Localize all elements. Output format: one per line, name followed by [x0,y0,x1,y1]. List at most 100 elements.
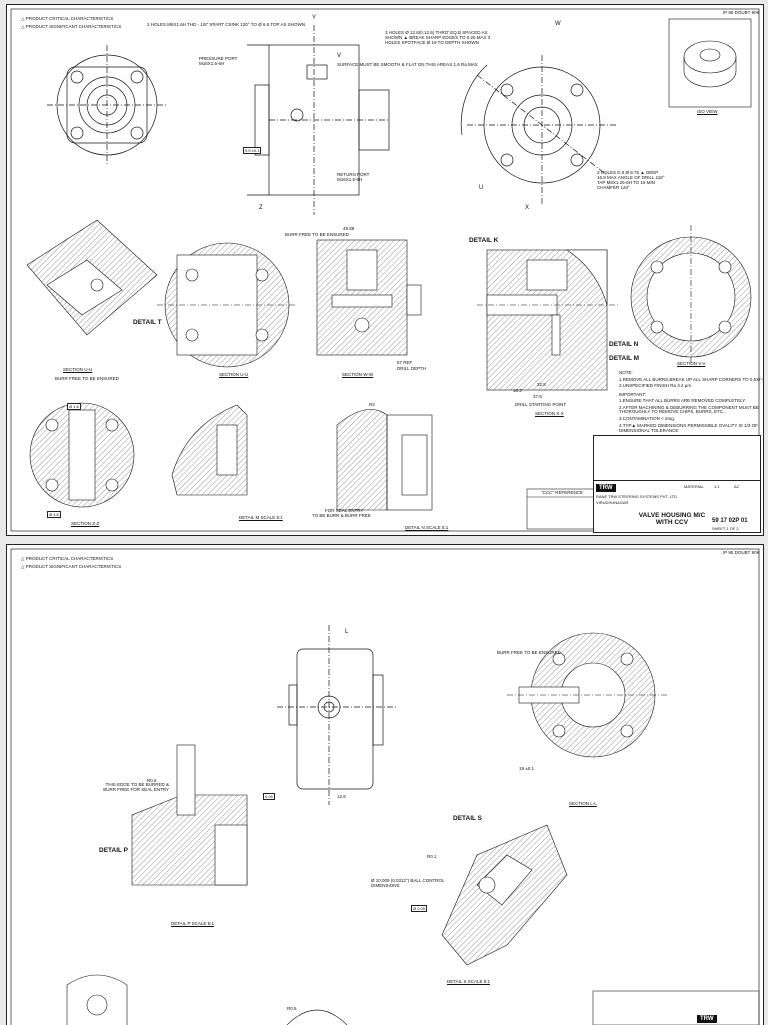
drawing-title: VALVE HOUSING M/C WITH CCV [638,512,706,527]
note-holes-drill: 3 HOLES D.6 Ø 8.75 ▲ DEEP 16.8 MAX ANGLE… [597,170,665,190]
ball-control-note: Ø 10.009 (0.0312") BALL CONTROL DIMENSIO… [371,878,445,888]
detail-t-label: DETAIL T [133,319,162,326]
section-xx-label: SECTION X-X [535,411,564,416]
scale-value: 1:1 [714,484,720,489]
title-block-1: TRW RANE TRW STEERING SYSTEMS PVT. LTD V… [593,435,761,533]
detail-s-label: DETAIL S [453,815,483,822]
important-1: 1.ENSURE THAT ALL BURRS ARE REMOVED COMP… [619,398,746,403]
location: VIRUDHUNAGAR [596,500,629,505]
critical-triangle-icon: △ [21,556,26,561]
legend-significant: △ PRODUCT SIGNIFICANT CHARACTERISTICS [21,24,122,29]
important-3: 3.CONTAMINATION < 2mg. [619,416,675,422]
dim-b: 0.05 [263,793,275,800]
note-reg-drill: 67 REF [397,360,413,365]
side-view-middle [247,25,390,215]
notes-block: NOTE: 1.REMOVE ALL BURRS,BREAK UP ALL SH… [619,370,764,434]
drawing-sheet-1: △ PRODUCT CRITICAL CHARACTERISTICS △ PRO… [6,4,764,536]
section-zz-view [29,402,135,508]
side-view-l [277,625,397,805]
dim-5: 32.8 [537,382,546,387]
note-burr-free: BURR FREE TO BE ENSURED [285,232,349,237]
drawing-sheet-2: △ PRODUCT CRITICAL CHARACTERISTICS △ PRO… [6,544,764,1025]
section-ww-label: SECTION W-W [342,372,374,377]
dim-8: R2 [369,402,375,407]
section-ww-view [316,239,422,356]
drawing-number: 59 17 02P 01 [712,518,748,524]
section-uu-iso [26,219,158,336]
note-1: 1.REMOVE ALL BURRS,BREAK UP ALL SHARP CO… [619,376,764,382]
detail-s-scale: DETAIL S SCALE 5:1 [447,979,491,984]
dim-a: R0.6 [147,778,157,783]
dim-4: 49.88 [343,226,355,231]
iso-view [668,18,752,108]
dim-f: R0.1 [427,854,437,859]
dim-e: Ø 0.05 [411,905,428,912]
brand-logo: TRW [596,484,616,492]
view-y-label: Y [312,15,317,21]
size-value: A2 [734,484,739,489]
section-ll-view [507,632,667,758]
note-return-port: RETURN PORT [337,172,370,177]
dim-d: 19 ±0.1 [519,766,534,771]
iso-reference-2: IP 95 DOUBT 90K [723,550,760,555]
section-vv-label: SECTION V-V [677,361,706,366]
note-return-port-thread: M16X1.5-6H [337,177,363,182]
detail-m-label: DETAIL M [609,355,640,362]
detail-k-label: DETAIL K [469,237,499,244]
detail-s-view [441,824,568,966]
note-holes-3: 3 HOLES Ø 12.8(0.12.6) THRO' EQ.B SPACED… [385,30,491,45]
note-pressure-port-thread: M16X1.5-6H [199,61,225,66]
legend-significant-2: △ PRODUCT SIGNIFICANT CHARACTERISTICS [21,564,122,569]
section-ll-label: SECTION L-L [569,801,597,806]
sheet-2-linework [10,548,760,1025]
iso-view-label: ISO VIEW [697,109,718,114]
important-2: 2.AFTER MACHINING & DEBURRING THE COMPON… [619,404,759,415]
section-xx-view [477,249,619,391]
detail-p-scale: DETAIL P SCALE 5:1 [171,921,214,926]
view-x-label: X [525,205,530,211]
front-view-right [460,55,617,205]
detail-m-view [171,404,248,496]
ccc-reference: "CCC" REFERENCE [541,490,583,495]
this-edge-note: THIS EDGE TO BE BURRED & BURR FREE FOR S… [103,782,169,792]
note-drill-depth: DRILL DEPTH [397,366,427,371]
burr-free-note: BURR FREE TO BE ENSURED [497,650,561,655]
note-drill-starting-point: DRILL STARTING POINT [515,402,567,407]
note-for-seal-entry: FOR SEAL ENTRY [325,508,364,513]
view-l-label: L [345,629,349,635]
company-name: RANE TRW STEERING SYSTEMS PVT. LTD [596,494,677,499]
legend-critical-2: △ PRODUCT CRITICAL CHARACTERISTICS [21,556,114,561]
note-holes-top: 2 HOLES M6X1.6H THD - 1/8" XPART CSINK 1… [147,22,305,27]
note-burr-free-2: BURR FREE TO BE ENSURED [55,376,119,381]
note-title: NOTE: [619,370,633,375]
revision-table [594,436,760,481]
detail-n-scale: DETAIL N SCALE 5:1 [405,525,449,530]
iso-reference: IP 95 DOUBT 90K [723,10,760,15]
note-pressure-port: PRESSURE PORT [199,56,238,61]
note-burr-free-seal: TO BE BURR & BURR FREE [312,513,371,518]
brand-logo-2: TRW [697,1015,717,1023]
note-surface: SURFACE MUST BE SMOOTH & FLAT ON THIS AR… [337,62,478,67]
section-vv-view [630,225,752,365]
dim-1: Ø 1.6 [67,403,81,410]
section-zz-label: SECTION Z-Z [71,521,100,526]
detail-p-label: DETAIL P [99,847,129,854]
detail-n-view [336,409,433,511]
sheet-1-linework [10,8,760,532]
view-z-label: Z [259,205,263,211]
legend-critical: △ PRODUCT CRITICAL CHARACTERISTICS [21,16,114,21]
dim-3: 9.5 ±0.1 [243,147,262,154]
view-w-label: W [555,21,561,27]
detail-n-label: DETAIL N [609,341,639,348]
dim-g: R0.5 [287,1006,297,1011]
important-title: IMPORTANT: [619,391,646,397]
section-uu-label: SECTION U-U [63,367,93,372]
critical-triangle-icon: △ [21,16,26,21]
view-u-label: U [479,185,484,191]
front-view-left [47,45,167,165]
important-4: 4.TYP▲ MARKED DIMENSIONS PERMISSIBLE OVA… [619,422,758,433]
material-label: MATERIAL [684,484,704,489]
section-uu-view [157,242,297,368]
dim-7: 16.3 [513,388,522,393]
detail-m-scale: DETAIL M SCALE 5:1 [239,515,283,520]
